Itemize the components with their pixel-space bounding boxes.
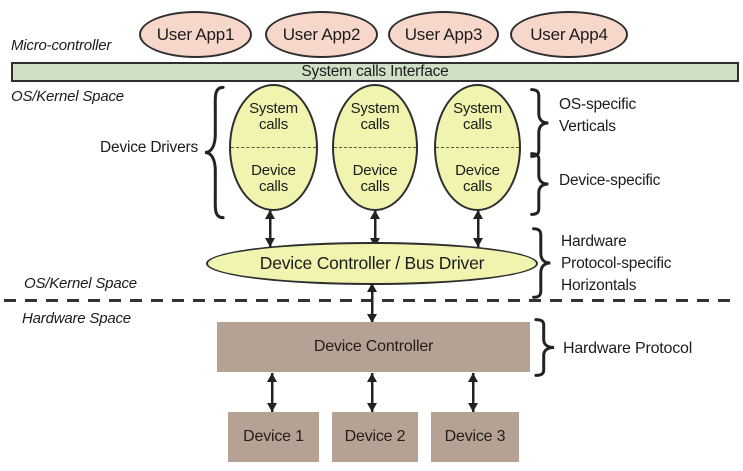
annotation-os-specific-line2: Verticals: [559, 118, 616, 135]
label-os-kernel-space-bottom: OS/Kernel Space: [24, 275, 137, 292]
device-label: Device 2: [344, 428, 406, 445]
label-device-drivers: Device Drivers: [100, 139, 198, 156]
device-specific-brace-icon: [528, 153, 552, 215]
os-specific-brace-icon: [528, 89, 552, 157]
double-arrow-icon: [266, 373, 278, 412]
device-calls-label: Device calls: [251, 161, 296, 195]
annotation-os-specific-line1: OS-specific: [559, 96, 637, 113]
system-calls-interface-bar: System calls Interface: [11, 62, 739, 82]
user-app-label: User App2: [282, 24, 361, 44]
driver-ellipse: System calls Device calls: [434, 84, 521, 211]
double-arrow-icon: [472, 210, 484, 247]
device-calls-half: Device calls: [334, 148, 416, 209]
system-calls-label: System calls: [350, 99, 400, 133]
annotation-protocol-specific-line3: Horizontals: [561, 277, 637, 294]
double-arrow-icon: [264, 210, 276, 247]
bus-driver-label: Device Controller / Bus Driver: [259, 253, 485, 273]
driver-ellipse: System calls Device calls: [332, 84, 418, 211]
device-calls-half: Device calls: [231, 148, 316, 209]
double-arrow-icon: [366, 283, 378, 323]
user-app-label: User App4: [530, 24, 608, 44]
annotation-device-specific-label: Device-specific: [559, 172, 661, 189]
protocol-specific-brace-icon: [530, 228, 554, 298]
device-label: Device 3: [444, 428, 506, 445]
bus-driver-ellipse: Device Controller / Bus Driver: [206, 242, 538, 285]
label-micro-controller: Micro-controller: [11, 37, 112, 54]
user-app-ellipse: User App3: [388, 11, 499, 58]
user-app-ellipse: User App4: [510, 11, 628, 58]
annotation-protocol-specific-line1: Hardware: [561, 233, 627, 250]
device-calls-half: Device calls: [436, 148, 519, 209]
device-box: Device 3: [431, 412, 519, 462]
device-calls-label: Device calls: [455, 161, 500, 195]
annotation-device-specific: Device-specific: [559, 170, 660, 192]
device-box: Device 2: [332, 412, 418, 462]
system-calls-half: System calls: [231, 86, 316, 148]
user-app-ellipse: User App1: [139, 11, 252, 58]
driver-ellipse: System calls Device calls: [229, 84, 318, 211]
device-controller-label: Device Controller: [313, 338, 434, 355]
annotation-hardware-protocol-label: Hardware Protocol: [563, 340, 693, 357]
annotation-os-specific: OS-specific Verticals: [559, 94, 636, 138]
system-calls-interface-label: System calls Interface: [301, 63, 449, 80]
annotation-protocol-specific: Hardware Protocol-specific Horizontals: [561, 231, 672, 297]
device-box: Device 1: [228, 412, 319, 462]
user-app-ellipse: User App2: [265, 11, 378, 58]
device-drivers-brace-icon: [201, 86, 227, 219]
system-calls-half: System calls: [334, 86, 416, 148]
device-controller-box: Device Controller: [217, 322, 530, 372]
device-calls-label: Device calls: [352, 161, 398, 195]
system-calls-half: System calls: [436, 86, 519, 148]
double-arrow-icon: [467, 373, 479, 412]
device-label: Device 1: [243, 428, 304, 445]
double-arrow-icon: [366, 373, 378, 412]
hardware-protocol-brace-icon: [532, 319, 558, 376]
label-hardware-space: Hardware Space: [22, 310, 131, 327]
system-calls-label: System calls: [453, 99, 502, 133]
annotation-hardware-protocol: Hardware Protocol: [563, 338, 692, 360]
system-calls-label: System calls: [249, 99, 298, 133]
user-app-label: User App3: [404, 24, 483, 44]
user-app-label: User App1: [156, 24, 235, 44]
annotation-protocol-specific-line2: Protocol-specific: [561, 255, 672, 272]
label-os-kernel-space-top: OS/Kernel Space: [11, 88, 124, 105]
